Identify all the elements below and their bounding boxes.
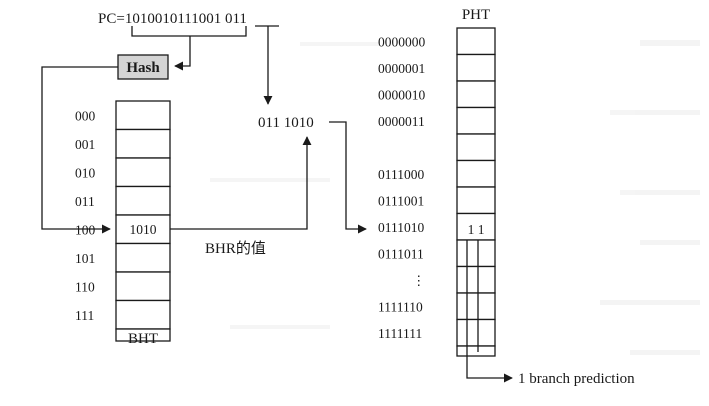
hash-to-bht-arrow [41, 66, 118, 234]
pht-row [456, 159, 496, 188]
bht-row [115, 157, 171, 188]
hash-box [117, 54, 169, 80]
bht-index-label: 011 [75, 194, 95, 209]
pht-row [456, 80, 496, 109]
index-to-pht-arrow [329, 121, 367, 234]
background-texture [210, 40, 700, 355]
pht-index-label: 0000000 [378, 34, 426, 49]
pht-index-label: 1111111 [378, 326, 422, 341]
pht-index-label: 1111110 [378, 299, 423, 314]
bht-index-label: 001 [75, 137, 95, 152]
bht-index-label: 101 [75, 251, 95, 266]
bht-row [115, 299, 171, 330]
pc-main-bits: 1010010111001 [125, 11, 221, 27]
pht-row [456, 292, 496, 321]
pht-index-label: 0111011 [378, 246, 424, 261]
pht-row-tail [456, 345, 496, 357]
bht-selected-value: 1010 [130, 222, 157, 237]
bht-row [115, 271, 171, 302]
hash-block: Hash [117, 54, 169, 80]
pht-row [456, 27, 496, 56]
bht-index-label: 100 [75, 222, 96, 237]
pht-row [456, 318, 496, 347]
pc-to-hash-connector [174, 36, 191, 71]
index-bhr-part: 1010 [284, 115, 314, 131]
pht-index-label: 0111010 [378, 220, 424, 235]
bht-index-labels: 000 001 010 011 100 101 110 111 [75, 108, 96, 323]
bht-row [115, 185, 171, 216]
pht-title: PHT [462, 7, 490, 23]
pht-table: 0000000 0000001 0000010 0000011 0111000 01110… [378, 7, 496, 357]
bht-index-label: 111 [75, 308, 94, 323]
bht-table: 000 001 010 011 100 101 110 111 1010 BHT [75, 100, 171, 347]
pc-value: PC=1010010111001 011 [98, 11, 247, 27]
index-pc-part: 011 [258, 115, 280, 131]
pht-ellipsis: ⋮ [412, 273, 426, 288]
bht-title: BHT [128, 331, 158, 347]
pht-index-label: 0000010 [378, 87, 426, 102]
bht-row [115, 100, 171, 131]
pht-row [456, 186, 496, 215]
bhr-caption: BHR的值 [205, 240, 266, 257]
pht-selected-value: 1 1 [468, 222, 485, 237]
pht-bit-tick-1 [466, 240, 513, 383]
pc-low-bits: 011 [225, 11, 247, 27]
pht-index-label: 0111001 [378, 193, 424, 208]
pht-index-label: 0000011 [378, 114, 425, 129]
pht-index-label: 011 1010 [258, 115, 314, 131]
bht-row-tail [115, 328, 171, 342]
bht-rows [115, 100, 171, 342]
pc-prefix: PC= [98, 11, 125, 27]
hash-label: Hash [126, 60, 160, 76]
pht-index-label: 0111000 [378, 167, 424, 182]
bht-index-label: 010 [75, 165, 96, 180]
bht-row [115, 214, 171, 245]
bht-index-label: 000 [75, 108, 96, 123]
pc-to-hash-bracket [131, 26, 247, 37]
bht-row [115, 242, 171, 273]
pht-row [456, 106, 496, 135]
pht-index-labels: 0000000 0000001 0000010 0000011 0111000 01110… [378, 34, 426, 341]
pht-row [456, 133, 496, 162]
pht-row [456, 212, 496, 241]
pht-row [456, 265, 496, 294]
bht-index-label: 110 [75, 279, 95, 294]
pht-rows [456, 27, 496, 357]
pht-index-label: 0000001 [378, 61, 425, 76]
prediction-output-label: 1 branch prediction [518, 371, 635, 387]
pht-row [456, 53, 496, 82]
bht-row [115, 128, 171, 159]
bht-to-index-arrow [170, 136, 312, 230]
pht-row [456, 239, 496, 268]
